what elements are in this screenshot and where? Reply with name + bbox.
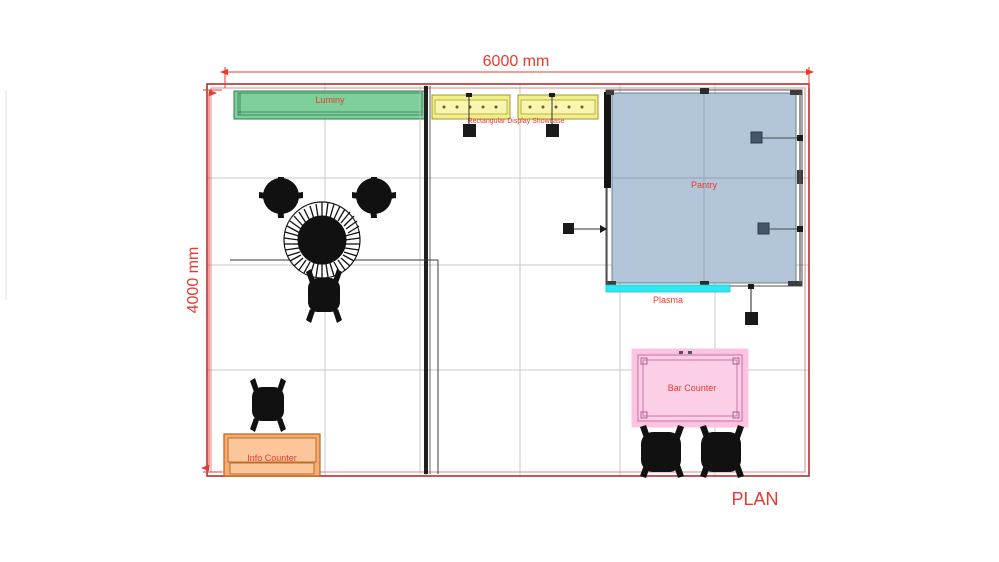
dimension-lines [201,67,814,473]
room-plasma[interactable]: Plasma [605,284,731,305]
chair[interactable] [352,177,396,218]
room-label-info-counter: Info Counter [247,453,297,463]
room-bar-counter[interactable]: Bar Counter [631,348,749,428]
room-label-luminy: Luminy [315,95,345,105]
partition-wall-vertical [419,86,431,474]
room-info-counter[interactable]: Info Counter [223,433,321,477]
room-label-bar-counter: Bar Counter [668,383,717,393]
room-label-plasma: Plasma [653,295,683,305]
pantry-fitting-markers [563,131,803,325]
chair[interactable] [250,378,286,432]
room-display-showcase[interactable]: Rectangular Display Showcase [431,93,599,125]
chair[interactable] [259,177,303,218]
room-luminy[interactable]: Luminy [233,90,427,120]
room-pantry[interactable]: Pantry [604,88,803,287]
room-label-showcase: Rectangular Display Showcase [468,118,565,125]
chair[interactable] [700,425,744,478]
showcase-leader-lines [468,97,553,124]
chair-group[interactable] [250,177,744,478]
round-table[interactable] [283,201,361,279]
chair[interactable] [306,269,342,323]
callout-markers [463,124,559,137]
dimension-height-label: 4000 mm [185,247,202,314]
dimension-width-label: 6000 mm [483,53,550,70]
chair[interactable] [640,425,684,478]
room-label-pantry: Pantry [691,180,718,190]
page-title: PLAN [731,489,778,509]
